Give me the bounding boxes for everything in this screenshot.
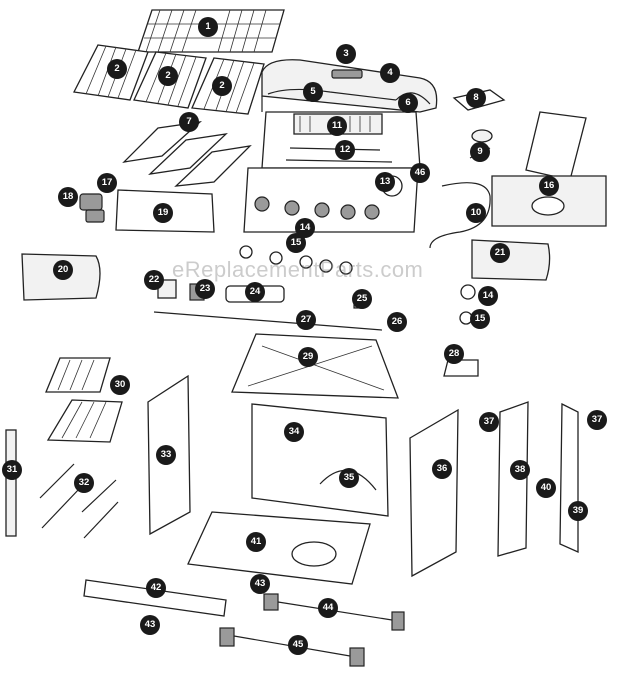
callout-31[interactable]: 31 <box>2 460 22 480</box>
callout-40[interactable]: 40 <box>536 478 556 498</box>
callout-2a[interactable]: 2 <box>107 59 127 79</box>
casters <box>219 593 405 667</box>
callout-13[interactable]: 13 <box>375 172 395 192</box>
callout-2b[interactable]: 2 <box>158 66 178 86</box>
callout-25[interactable]: 25 <box>352 289 372 309</box>
callout-14b[interactable]: 14 <box>478 286 498 306</box>
callout-43b[interactable]: 43 <box>140 615 160 635</box>
callout-37a[interactable]: 37 <box>479 412 499 432</box>
gas-hose <box>429 182 491 249</box>
door-left <box>497 401 529 557</box>
callout-23[interactable]: 23 <box>195 279 215 299</box>
ignition-module <box>79 193 105 223</box>
callout-41[interactable]: 41 <box>246 532 266 552</box>
callout-44[interactable]: 44 <box>318 598 338 618</box>
storage-baskets <box>45 357 123 443</box>
callout-2c[interactable]: 2 <box>212 76 232 96</box>
callout-17[interactable]: 17 <box>97 173 117 193</box>
callout-10[interactable]: 10 <box>466 203 486 223</box>
callout-6[interactable]: 6 <box>398 93 418 113</box>
callout-19[interactable]: 19 <box>153 203 173 223</box>
callout-1[interactable]: 1 <box>198 17 218 37</box>
rotisserie-rod <box>153 311 383 331</box>
callout-7[interactable]: 7 <box>179 112 199 132</box>
watermark: eReplacementParts.com <box>172 257 424 282</box>
callout-21[interactable]: 21 <box>490 243 510 263</box>
callout-38[interactable]: 38 <box>510 460 530 480</box>
support-rods <box>39 463 119 539</box>
callout-16[interactable]: 16 <box>539 176 559 196</box>
callout-12[interactable]: 12 <box>335 140 355 160</box>
side-burner <box>491 111 607 227</box>
callout-5[interactable]: 5 <box>303 82 323 102</box>
callout-46[interactable]: 46 <box>410 163 430 183</box>
callout-36[interactable]: 36 <box>432 459 452 479</box>
callout-11[interactable]: 11 <box>327 116 347 136</box>
callout-33[interactable]: 33 <box>156 445 176 465</box>
leg-post <box>5 429 17 537</box>
callout-27[interactable]: 27 <box>296 310 316 330</box>
callout-26[interactable]: 26 <box>387 312 407 332</box>
callout-35[interactable]: 35 <box>339 468 359 488</box>
base-rail <box>83 579 227 617</box>
callout-43a[interactable]: 43 <box>250 574 270 594</box>
callout-8[interactable]: 8 <box>466 88 486 108</box>
control-knobs <box>239 245 476 325</box>
callout-22[interactable]: 22 <box>144 270 164 290</box>
callout-4[interactable]: 4 <box>380 63 400 83</box>
callout-28[interactable]: 28 <box>444 344 464 364</box>
callout-15[interactable]: 15 <box>286 233 306 253</box>
drip-tray <box>231 333 399 399</box>
bottom-shelf <box>187 511 371 585</box>
callout-39[interactable]: 39 <box>568 501 588 521</box>
door-right <box>559 402 579 554</box>
callout-30[interactable]: 30 <box>110 375 130 395</box>
callout-32[interactable]: 32 <box>74 473 94 493</box>
callout-42[interactable]: 42 <box>146 578 166 598</box>
callout-34[interactable]: 34 <box>284 422 304 442</box>
callout-18[interactable]: 18 <box>58 187 78 207</box>
flame-tamers <box>122 121 252 187</box>
callout-20[interactable]: 20 <box>53 260 73 280</box>
callout-24[interactable]: 24 <box>245 282 265 302</box>
callout-9[interactable]: 9 <box>470 142 490 162</box>
cart-back-panel <box>251 403 389 517</box>
cart-right-panel <box>409 408 459 578</box>
callout-37b[interactable]: 37 <box>587 410 607 430</box>
callout-29[interactable]: 29 <box>298 347 318 367</box>
callout-3[interactable]: 3 <box>336 44 356 64</box>
grease-cup <box>443 359 479 377</box>
callout-45[interactable]: 45 <box>288 635 308 655</box>
side-panel-right <box>471 239 551 281</box>
callout-15b[interactable]: 15 <box>470 309 490 329</box>
